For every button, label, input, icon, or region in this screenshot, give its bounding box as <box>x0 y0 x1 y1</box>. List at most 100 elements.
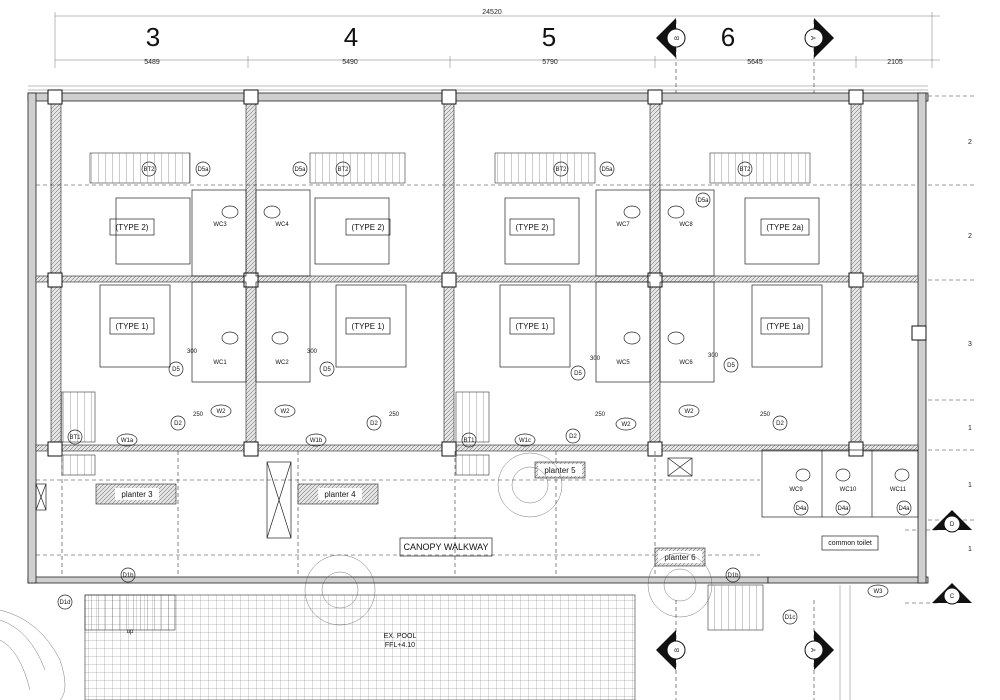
door-tag: D4a <box>837 506 849 512</box>
door-tag: D5a <box>294 167 306 173</box>
toilet-label: WC9 <box>789 487 803 493</box>
pool-level-label: FFL+4.10 <box>385 642 415 649</box>
door-tag: D2 <box>776 421 784 427</box>
section-marker-label: B <box>675 648 681 652</box>
small-dimension: 250 <box>760 412 771 418</box>
door-tag: D1b <box>122 573 134 579</box>
bay-dimension: 5489 <box>144 59 160 66</box>
bathroom-cores <box>191 189 919 518</box>
grid-column-label: 4 <box>344 22 358 52</box>
door-tag: BT2 <box>143 167 155 173</box>
grid-column-label: 6 <box>721 22 735 52</box>
room-type-label: (TYPE 1a) <box>766 322 804 331</box>
window-tag: W2 <box>281 409 291 415</box>
window-tag: W2 <box>622 422 632 428</box>
toilet-label: WC2 <box>275 360 289 366</box>
window-tag: W1c <box>519 438 531 444</box>
grid-row-label: 1 <box>968 546 972 553</box>
door-tag: D1c <box>785 615 796 621</box>
section-marker-label: A <box>809 36 815 40</box>
small-dimensions: 300 300 300 300 250 250 250 250 <box>187 349 771 418</box>
door-tag: D5 <box>323 367 331 373</box>
room-type-label: (TYPE 2) <box>116 223 149 232</box>
room-type-label: (TYPE 2a) <box>766 223 804 232</box>
toilet-label: WC6 <box>679 360 693 366</box>
door-tag: D4a <box>898 506 910 512</box>
section-marker-bottom-right: A <box>804 600 834 700</box>
small-dimension: 250 <box>389 412 400 418</box>
small-dimension: 300 <box>187 349 198 355</box>
toilet-label: WC7 <box>616 222 630 228</box>
toilet-label: WC5 <box>616 360 630 366</box>
planter-label: planter 6 <box>664 553 696 562</box>
shafts <box>35 457 693 539</box>
small-dimension: 300 <box>590 356 601 362</box>
grid-row-labels: 2 2 3 1 1 1 <box>928 95 975 553</box>
window-tags: W1a W2 W2 W1b W1c W2 W2 W3 <box>116 404 889 598</box>
toilet-label: WC10 <box>840 487 857 493</box>
bay-dimension: 5490 <box>342 59 358 66</box>
small-dimension: 300 <box>708 353 719 359</box>
door-tag: D5a <box>197 167 209 173</box>
door-tag: D5 <box>574 371 582 377</box>
toilet-labels: WC3 WC4 WC7 WC8 WC1 WC2 WC5 WC6 WC9 WC10… <box>213 222 906 493</box>
small-dimension: 250 <box>193 412 204 418</box>
section-marker-label: A <box>809 648 815 652</box>
area-labels: CANOPY WALKWAY common toilet EX. POOL FF… <box>127 535 879 649</box>
stair-up-label: up <box>127 629 134 635</box>
small-dimension: 250 <box>595 412 606 418</box>
room-type-label: (TYPE 2) <box>516 223 549 232</box>
section-marker-c: C <box>905 583 972 605</box>
stairs <box>61 152 811 476</box>
room-type-label: (TYPE 2) <box>352 223 385 232</box>
window-tag: W2 <box>217 409 227 415</box>
grid-row-label: 1 <box>968 482 972 489</box>
section-marker-top-right: A <box>804 18 834 95</box>
toilet-label: WC1 <box>213 360 227 366</box>
door-tag: BT2 <box>739 167 751 173</box>
section-marker-label: B <box>675 36 681 40</box>
grid-row-label: 1 <box>968 425 972 432</box>
grid-column-label: 5 <box>542 22 556 52</box>
window-tag: W3 <box>874 589 884 595</box>
planter-label: planter 3 <box>121 490 153 499</box>
door-tags: BT2 BT2 BT2 BT2 D5a D5a D5a D5a D5 D5 D5… <box>57 161 912 625</box>
window-tag: W2 <box>685 409 695 415</box>
section-marker-top-left: B <box>656 18 686 95</box>
bay-dimension: 5790 <box>542 59 558 66</box>
beds <box>99 197 823 368</box>
section-marker-label: C <box>950 594 955 600</box>
door-tag: D1b <box>727 573 739 579</box>
overall-dimension: 24520 <box>482 9 502 16</box>
door-tag: D1d <box>59 600 70 606</box>
dimension-strings: 24520 5489 5490 5790 5645 2105 3 4 5 6 <box>54 9 940 68</box>
door-tag: BT1 <box>69 435 81 441</box>
toilet-label: WC11 <box>890 487 907 493</box>
door-tag: D2 <box>370 421 378 427</box>
door-tag: D4a <box>795 506 807 512</box>
planter-label: planter 4 <box>324 490 356 499</box>
door-tag: BT1 <box>463 438 475 444</box>
room-type-label: (TYPE 1) <box>516 322 549 331</box>
grid-row-label: 3 <box>968 341 972 348</box>
room-type-label: (TYPE 1) <box>116 322 149 331</box>
door-tag: D2 <box>174 421 182 427</box>
door-tag: D2 <box>569 434 577 440</box>
toilet-label: WC4 <box>275 222 289 228</box>
bay-dimension: 5645 <box>747 59 763 66</box>
door-tag: D5a <box>601 167 613 173</box>
pool-area <box>0 584 851 700</box>
section-marker-label: D <box>950 522 955 528</box>
room-type-labels: (TYPE 2) (TYPE 2) (TYPE 2) (TYPE 2a) (TY… <box>109 218 810 335</box>
small-dimension: 300 <box>307 349 318 355</box>
planter-label: planter 5 <box>544 466 576 475</box>
door-tag: D5a <box>697 198 709 204</box>
planters: planter 3 planter 4 planter 5 planter 6 <box>95 452 713 626</box>
window-tag: W1a <box>121 438 134 444</box>
bay-dimension: 2105 <box>887 59 903 66</box>
door-tag: BT2 <box>337 167 349 173</box>
grid-column-label: 3 <box>146 22 160 52</box>
window-tag: W1b <box>310 438 323 444</box>
pool-label: EX. POOL <box>384 633 417 640</box>
